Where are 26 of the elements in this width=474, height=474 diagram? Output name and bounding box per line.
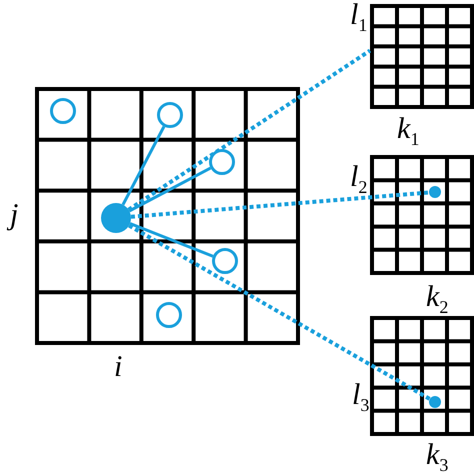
axis-index-label: i bbox=[113, 352, 124, 382]
axis-index-label: k$_{1}$ bbox=[396, 114, 420, 148]
axis-index-label: l$_{3}$ bbox=[351, 380, 370, 414]
axis-index-label: k$_{3}$ bbox=[425, 440, 450, 474]
filled-dot bbox=[429, 186, 441, 198]
connector-line bbox=[122, 126, 166, 206]
axis-index-label: j bbox=[8, 200, 20, 230]
filled-dot bbox=[101, 203, 131, 233]
filled-dot bbox=[429, 396, 441, 408]
dotted-line bbox=[130, 190, 430, 219]
connector-line bbox=[128, 166, 212, 212]
grid bbox=[370, 4, 474, 109]
connector-line bbox=[129, 222, 214, 258]
axis-index-label: l$_{1}$ bbox=[349, 0, 368, 34]
open-circle bbox=[209, 149, 235, 175]
dotted-line bbox=[128, 224, 431, 401]
grid bbox=[370, 316, 474, 436]
axis-index-label: l$_{2}$ bbox=[349, 162, 368, 196]
open-circle bbox=[157, 102, 183, 128]
open-circle bbox=[50, 98, 76, 124]
grid bbox=[370, 155, 474, 275]
open-circle bbox=[212, 248, 238, 274]
axis-index-label: k$_{2}$ bbox=[425, 282, 450, 316]
grid bbox=[35, 87, 300, 345]
open-circle bbox=[156, 302, 182, 328]
dotted-line bbox=[127, 48, 372, 212]
